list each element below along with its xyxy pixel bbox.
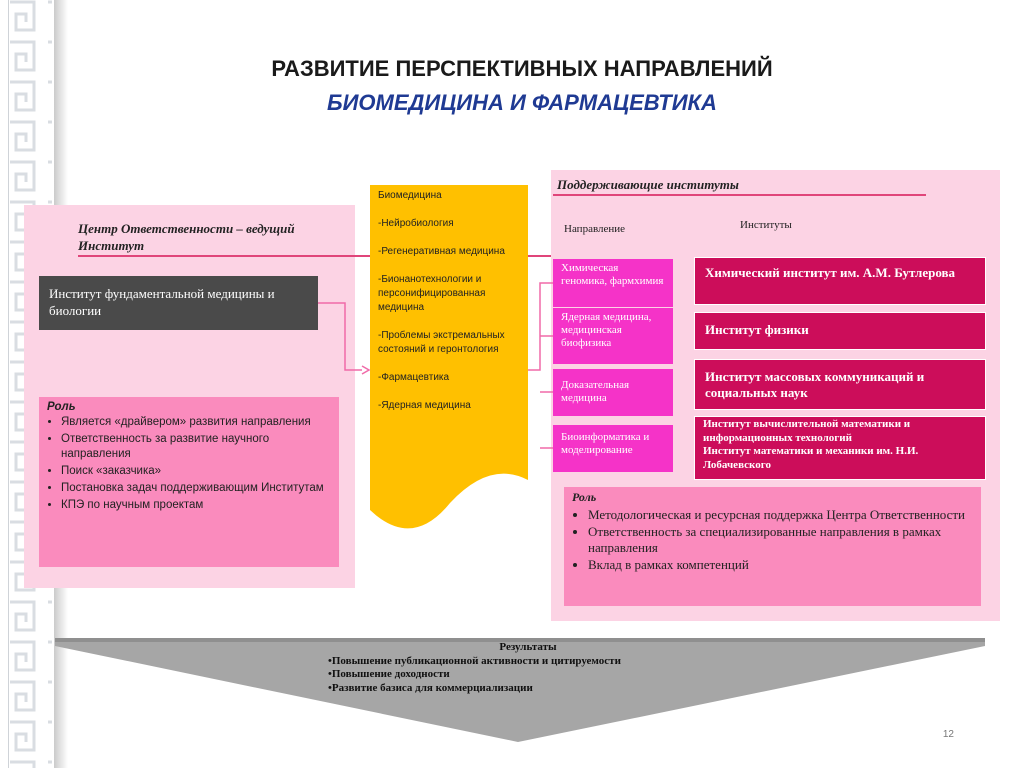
lead-role-item: Постановка задач поддерживающим Институт… bbox=[61, 481, 331, 496]
direction-box: Биоинформатика и моделирование bbox=[553, 425, 673, 472]
institute-name: Институт вычислительной математики и инф… bbox=[703, 418, 911, 444]
direction-box: Химическая геномика, фармхимия bbox=[553, 259, 673, 307]
institute-box: Химический институт им. А.М. Бутлерова bbox=[694, 257, 986, 305]
biomed-to-directions-connector bbox=[528, 282, 553, 449]
results-item: •Повышение доходности bbox=[328, 668, 450, 680]
biomedicine-list: Биомедицина -Нейробиология -Регенеративн… bbox=[378, 189, 524, 427]
biomedicine-item: -Ядерная медицина bbox=[378, 400, 471, 411]
arrowhead-icon bbox=[361, 365, 371, 375]
lead-role-item: Поиск «заказчика» bbox=[61, 464, 331, 479]
results-title: Результаты bbox=[499, 641, 557, 653]
institute-box: Институт вычислительной математики и инф… bbox=[694, 416, 986, 480]
responsibility-center-label: Центр Ответственности – ведущий Институт bbox=[78, 221, 295, 253]
results-arrow bbox=[55, 638, 985, 742]
direction-box: Доказательная медицина bbox=[553, 369, 673, 416]
biomedicine-item: -Фармацевтика bbox=[378, 372, 450, 383]
institute-box: Институт массовых коммуникаций и социаль… bbox=[694, 359, 986, 410]
institute-name: Институт математики и механики им. Н.И. … bbox=[703, 445, 919, 471]
biomedicine-item: -Нейробиология bbox=[378, 218, 454, 229]
direction-header: Направление bbox=[564, 223, 626, 235]
support-role-item: Ответственность за специализированные на… bbox=[588, 524, 973, 556]
slide-title: РАЗВИТИЕ ПЕРСПЕКТИВНЫХ НАПРАВЛЕНИЙ bbox=[271, 56, 773, 81]
direction-box: Ядерная медицина, медицинская биофизика bbox=[553, 308, 673, 364]
results-item: •Повышение публикационной активности и ц… bbox=[328, 654, 621, 667]
institute-box: Институт физики bbox=[694, 312, 986, 350]
support-role-title: Роль bbox=[572, 490, 597, 504]
lead-role-item: Является «драйвером» развития направлени… bbox=[61, 415, 331, 430]
supporting-label-underline bbox=[553, 194, 926, 196]
biomedicine-item: -Проблемы экстремальных состояний и геро… bbox=[378, 330, 505, 355]
biomedicine-panel bbox=[370, 185, 528, 529]
support-role-box: Роль Методологическая и ресурсная поддер… bbox=[564, 487, 981, 606]
lead-institute-box: Институт фундаментальной медицины и биол… bbox=[39, 276, 318, 330]
biomedicine-item: -Бионанотехнологии и персонифицированная… bbox=[378, 274, 486, 313]
lead-role-title: Роль bbox=[47, 401, 76, 413]
biomedicine-item: -Регенеративная медицина bbox=[378, 246, 505, 257]
support-role-item: Методологическая и ресурсная поддержка Ц… bbox=[588, 507, 973, 523]
supporting-institutes-label: Поддерживающие институты bbox=[557, 177, 739, 192]
results-item: •Развитие базиса для коммерциализации bbox=[328, 681, 533, 694]
institutes-header: Институты bbox=[740, 219, 792, 231]
center-label-underline bbox=[78, 255, 618, 257]
slide-subtitle: БИОМЕДИЦИНА И ФАРМАЦЕВТИКА bbox=[327, 90, 717, 115]
lead-role-item: КПЭ по научным проектам bbox=[61, 498, 331, 513]
lead-role-item: Ответственность за развитие научного нап… bbox=[61, 432, 331, 462]
page-number: 12 bbox=[942, 729, 954, 740]
biomedicine-title: Биомедицина bbox=[378, 190, 442, 201]
support-role-item: Вклад в рамках компетенций bbox=[588, 557, 973, 573]
lead-role-box: Роль Является «драйвером» развития напра… bbox=[39, 397, 339, 567]
results-block: Результаты •Повышение публикационной акт… bbox=[328, 641, 728, 695]
